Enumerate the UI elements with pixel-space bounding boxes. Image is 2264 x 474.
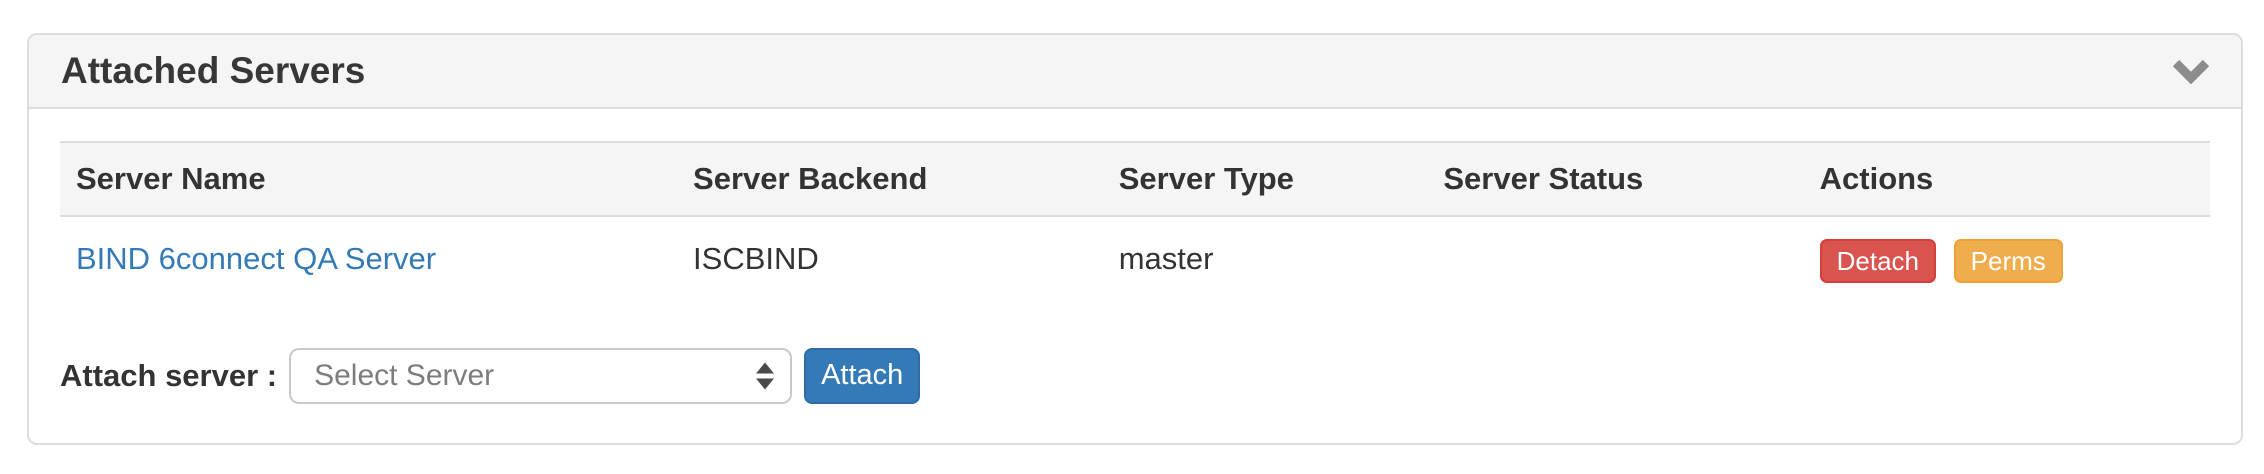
server-status-cell xyxy=(1427,216,1803,303)
table-row: BIND 6connect QA Server ISCBIND master D… xyxy=(60,216,2210,303)
attach-server-form: Attach server : Select Server Attach xyxy=(60,347,2210,404)
table-header-row: Server Name Server Backend Server Type S… xyxy=(60,141,2210,217)
arrow-up-icon xyxy=(756,362,775,374)
select-updown-arrows-icon xyxy=(756,362,775,390)
column-header-server-type: Server Type xyxy=(1102,141,1428,217)
attach-server-label: Attach server : xyxy=(60,357,278,393)
column-header-actions: Actions xyxy=(1803,141,2210,217)
panel-body: Server Name Server Backend Server Type S… xyxy=(29,109,2241,404)
server-backend-cell: ISCBIND xyxy=(693,241,819,276)
perms-button[interactable]: Perms xyxy=(1953,238,2063,283)
attach-button[interactable]: Attach xyxy=(804,347,921,404)
server-select-value: Select Server xyxy=(314,358,495,392)
actions-cell: Detach Perms xyxy=(1804,216,2210,303)
panel-title: Attached Servers xyxy=(61,50,366,91)
detach-button[interactable]: Detach xyxy=(1819,238,1937,283)
server-name-cell: BIND 6connect QA Server xyxy=(60,216,677,303)
column-header-server-status: Server Status xyxy=(1427,141,1804,217)
arrow-down-icon xyxy=(756,378,775,390)
column-header-server-backend: Server Backend xyxy=(677,141,1103,217)
server-type-cell: master xyxy=(1118,241,1214,276)
panel-heading: Attached Servers xyxy=(29,35,2241,109)
chevron-down-icon[interactable] xyxy=(2173,58,2209,84)
server-select[interactable]: Select Server xyxy=(289,347,793,404)
column-header-server-name: Server Name xyxy=(60,141,678,217)
attached-servers-panel: Attached Servers Server Name Server Back… xyxy=(27,33,2243,445)
server-name-link[interactable]: BIND 6connect QA Server xyxy=(76,241,437,276)
servers-table: Server Name Server Backend Server Type S… xyxy=(60,141,2210,303)
